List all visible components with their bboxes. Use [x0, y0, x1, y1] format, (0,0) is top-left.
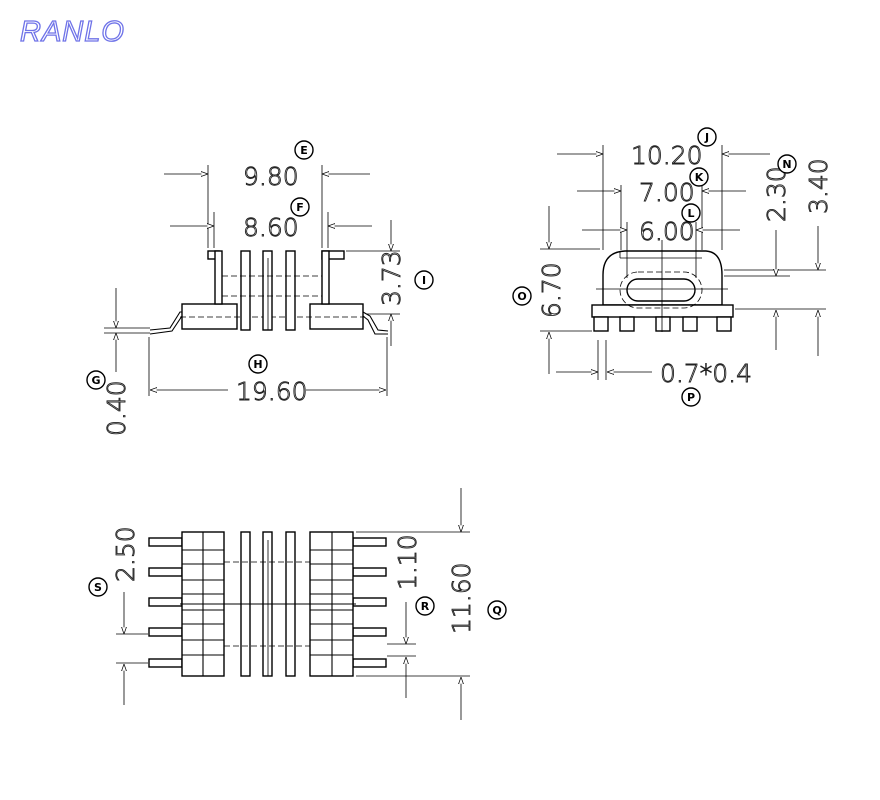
- svg-text:R: R: [421, 600, 430, 613]
- left-smd-pin: [149, 311, 182, 331]
- side-view: 10.20 7.00 6.00 2.30 3.40 6.70: [537, 141, 834, 389]
- label-H: H: [248, 354, 268, 374]
- svg-text:E: E: [300, 144, 308, 157]
- dim-E: 9.80: [243, 162, 299, 191]
- dim-K: 7.00: [639, 178, 695, 207]
- label-O: O: [512, 286, 532, 306]
- core-slot: [626, 278, 696, 302]
- fin: [240, 250, 251, 331]
- fin: [262, 250, 273, 331]
- side-base: [591, 304, 734, 318]
- label-E: E: [294, 140, 314, 160]
- right-smd-pin: [362, 311, 389, 332]
- svg-text:N: N: [782, 158, 791, 171]
- svg-text:K: K: [695, 171, 704, 184]
- svg-text:J: J: [704, 131, 709, 144]
- right-base-block: [309, 303, 364, 330]
- label-N: N: [777, 154, 797, 174]
- dim-H: 19.60: [236, 377, 308, 406]
- svg-text:P: P: [687, 391, 695, 404]
- label-K: K: [689, 167, 709, 187]
- dim-I: 3.73: [377, 250, 406, 306]
- dim-R: 1.10: [393, 534, 422, 590]
- front-view: 9.80 8.60 3.73 0.40 19.60: [102, 162, 407, 437]
- dim-L: 6.00: [639, 217, 695, 246]
- label-Q: Q: [487, 600, 507, 620]
- label-J: J: [697, 127, 717, 147]
- dim-J: 10.20: [631, 141, 703, 170]
- dim-P: 0.7*0.4: [660, 359, 752, 388]
- dim-N-b: 3.40: [804, 158, 833, 214]
- dim-N-a: 2.30: [762, 166, 791, 222]
- svg-text:H: H: [253, 358, 262, 371]
- svg-text:I: I: [422, 274, 426, 287]
- label-S: S: [88, 577, 108, 597]
- dim-F: 8.60: [243, 213, 299, 242]
- left-base-block: [181, 303, 238, 330]
- svg-text:F: F: [296, 201, 304, 214]
- svg-text:G: G: [91, 374, 100, 387]
- svg-text:L: L: [687, 207, 694, 220]
- fin: [285, 250, 296, 331]
- brand-logo: RANLO: [19, 16, 125, 48]
- dim-S: 2.50: [111, 526, 140, 582]
- svg-text:O: O: [517, 290, 526, 303]
- top-view: 11.60 1.10 2.50: [111, 488, 476, 720]
- label-P: P: [681, 387, 701, 407]
- label-I: I: [414, 270, 434, 290]
- svg-text:Q: Q: [492, 604, 501, 617]
- dim-G: 0.40: [102, 380, 131, 436]
- svg-text:S: S: [94, 581, 102, 594]
- label-F: F: [290, 197, 310, 217]
- label-G: G: [86, 370, 106, 390]
- dim-Q: 11.60: [447, 562, 476, 634]
- label-L: L: [681, 203, 701, 223]
- dim-O: 6.70: [537, 262, 566, 318]
- label-R: R: [415, 596, 435, 616]
